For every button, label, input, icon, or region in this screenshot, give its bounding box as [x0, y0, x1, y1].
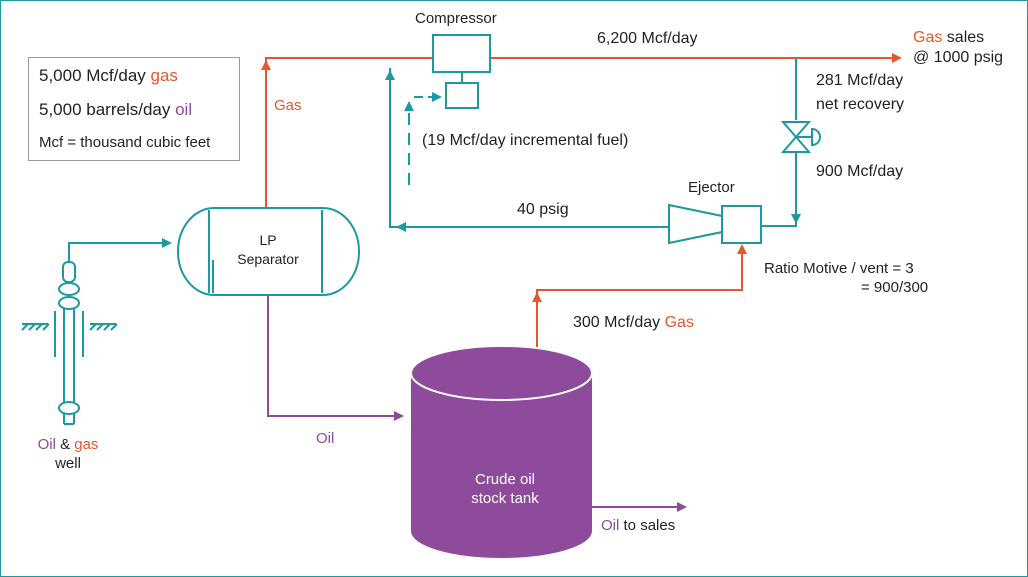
- incremental-fuel-label: (19 Mcf/day incremental fuel): [422, 132, 628, 149]
- separator-gas-line: [265, 57, 433, 208]
- pressure-40-label: 40 psig: [517, 201, 569, 218]
- legend-mcf-definition: Mcf = thousand cubic feet: [39, 134, 211, 151]
- oil-to-tank-line: [267, 295, 404, 421]
- separator-label-line2: Separator: [237, 251, 299, 267]
- compressor-driver-box: [445, 82, 479, 109]
- net-recovery-value: 281 Mcf/day: [816, 72, 903, 89]
- ratio-label-line2: = 900/300: [861, 279, 928, 296]
- separator-label-line1: LP: [259, 232, 276, 248]
- oil-gas-well: [54, 261, 84, 425]
- ejector-body: [721, 205, 762, 244]
- motive-gas-to-ejector: [762, 222, 797, 227]
- well-label-line2: well: [54, 455, 81, 472]
- legend-gas-word: gas: [150, 66, 178, 85]
- well-to-separator-line: [68, 238, 172, 262]
- control-valve-actuator: [811, 127, 821, 147]
- control-valve-bottom: [780, 135, 812, 153]
- compressor-box: [432, 34, 491, 73]
- motive-flow-label: 900 Mcf/day: [816, 163, 903, 180]
- legend-gas-value: 5,000 Mcf/day: [39, 66, 151, 85]
- compressor-label: Compressor: [415, 10, 497, 27]
- separator-gas-label: Gas: [274, 97, 302, 114]
- tank-label-line2: stock tank: [471, 490, 539, 507]
- net-recovery-label: net recovery: [816, 96, 904, 113]
- tank-vent-gas-line: [536, 244, 747, 383]
- oil-flow-label: Oil: [316, 430, 334, 447]
- legend-oil-word: oil: [175, 100, 193, 119]
- gas-flow-top-label: 6,200 Mcf/day: [597, 30, 698, 47]
- ejector-label: Ejector: [688, 179, 735, 196]
- legend-box: 5,000 Mcf/day gas 5,000 barrels/day oil …: [28, 57, 240, 161]
- tank-label-line1: Crude oil: [475, 471, 535, 488]
- well-label-line1: Oil & gas: [38, 436, 99, 453]
- gas-sales-label: Gas sales: [913, 29, 984, 46]
- legend-oil-rate: 5,000 barrels/day oil: [39, 100, 192, 120]
- legend-oil-value: 5,000 barrels/day: [39, 100, 176, 119]
- oil-to-sales-label: Oil to sales: [601, 517, 675, 534]
- ground-hatching: [21, 323, 118, 331]
- gas-sales-pressure-label: @ 1000 psig: [913, 49, 1003, 66]
- ratio-label-line1: Ratio Motive / vent = 3: [764, 260, 914, 277]
- recycle-to-compressor-line: [389, 68, 668, 228]
- lp-separator-vessel: [177, 207, 360, 296]
- vent-gas-label: 300 Mcf/day Gas: [573, 314, 694, 331]
- control-valve-top: [780, 121, 812, 139]
- legend-gas-rate: 5,000 Mcf/day gas: [39, 66, 178, 86]
- ejector-diffuser: [668, 203, 723, 245]
- crude-oil-stock-tank: [410, 345, 593, 558]
